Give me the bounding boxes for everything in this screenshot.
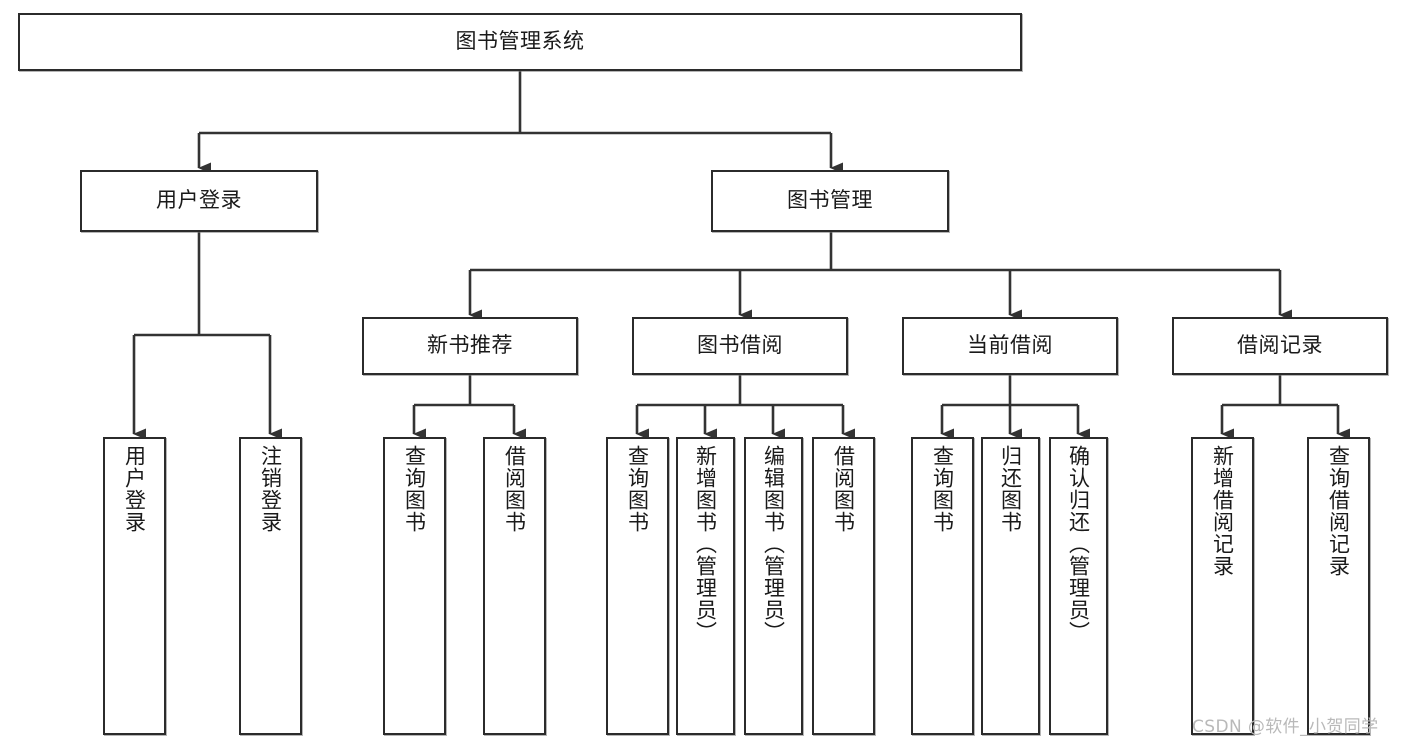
node-leaf-borrow-book-2[interactable]: 借阅图书 [812,437,875,735]
node-leaf-user-logout-label: 注销登录 [258,445,283,533]
node-root-label: 图书管理系统 [455,29,585,54]
node-leaf-edit-book-label: 编辑图书（管理员） [761,445,786,643]
node-user-login[interactable]: 用户登录 [80,170,318,232]
node-leaf-query-book-2[interactable]: 查询图书 [606,437,669,735]
node-leaf-borrow-book-1[interactable]: 借阅图书 [483,437,546,735]
node-leaf-query-book-2-label: 查询图书 [625,445,650,533]
node-book-borrow-label: 图书借阅 [697,333,783,358]
node-leaf-query-book-1-label: 查询图书 [402,445,427,533]
node-leaf-add-book[interactable]: 新增图书（管理员） [676,437,735,735]
node-borrow-record-label: 借阅记录 [1237,333,1323,358]
node-leaf-add-record[interactable]: 新增借阅记录 [1191,437,1254,735]
node-leaf-query-book-3[interactable]: 查询图书 [911,437,974,735]
node-root[interactable]: 图书管理系统 [18,13,1022,71]
node-leaf-return-book-label: 归还图书 [998,445,1023,533]
node-borrow-record[interactable]: 借阅记录 [1172,317,1388,375]
node-leaf-query-record-label: 查询借阅记录 [1326,445,1351,577]
node-current-borrow[interactable]: 当前借阅 [902,317,1118,375]
node-new-book-recommend-label: 新书推荐 [427,333,513,358]
node-new-book-recommend[interactable]: 新书推荐 [362,317,578,375]
node-book-manage[interactable]: 图书管理 [711,170,949,232]
node-leaf-user-login[interactable]: 用户登录 [103,437,166,735]
node-leaf-query-record[interactable]: 查询借阅记录 [1307,437,1370,735]
node-leaf-borrow-book-1-label: 借阅图书 [502,445,527,533]
node-leaf-user-login-label: 用户登录 [122,445,147,533]
node-leaf-user-logout[interactable]: 注销登录 [239,437,302,735]
node-leaf-edit-book[interactable]: 编辑图书（管理员） [744,437,803,735]
node-leaf-borrow-book-2-label: 借阅图书 [831,445,856,533]
node-leaf-query-book-3-label: 查询图书 [930,445,955,533]
node-book-borrow[interactable]: 图书借阅 [632,317,848,375]
node-user-login-label: 用户登录 [156,188,242,213]
node-leaf-add-record-label: 新增借阅记录 [1210,445,1235,577]
node-book-manage-label: 图书管理 [787,188,873,213]
node-current-borrow-label: 当前借阅 [967,333,1053,358]
node-leaf-confirm-return-label: 确认归还（管理员） [1066,445,1091,643]
node-leaf-add-book-label: 新增图书（管理员） [693,445,718,643]
watermark: CSDN @软件_小贺同学 [1192,717,1379,737]
node-leaf-return-book[interactable]: 归还图书 [981,437,1040,735]
node-leaf-query-book-1[interactable]: 查询图书 [383,437,446,735]
node-leaf-confirm-return[interactable]: 确认归还（管理员） [1049,437,1108,735]
